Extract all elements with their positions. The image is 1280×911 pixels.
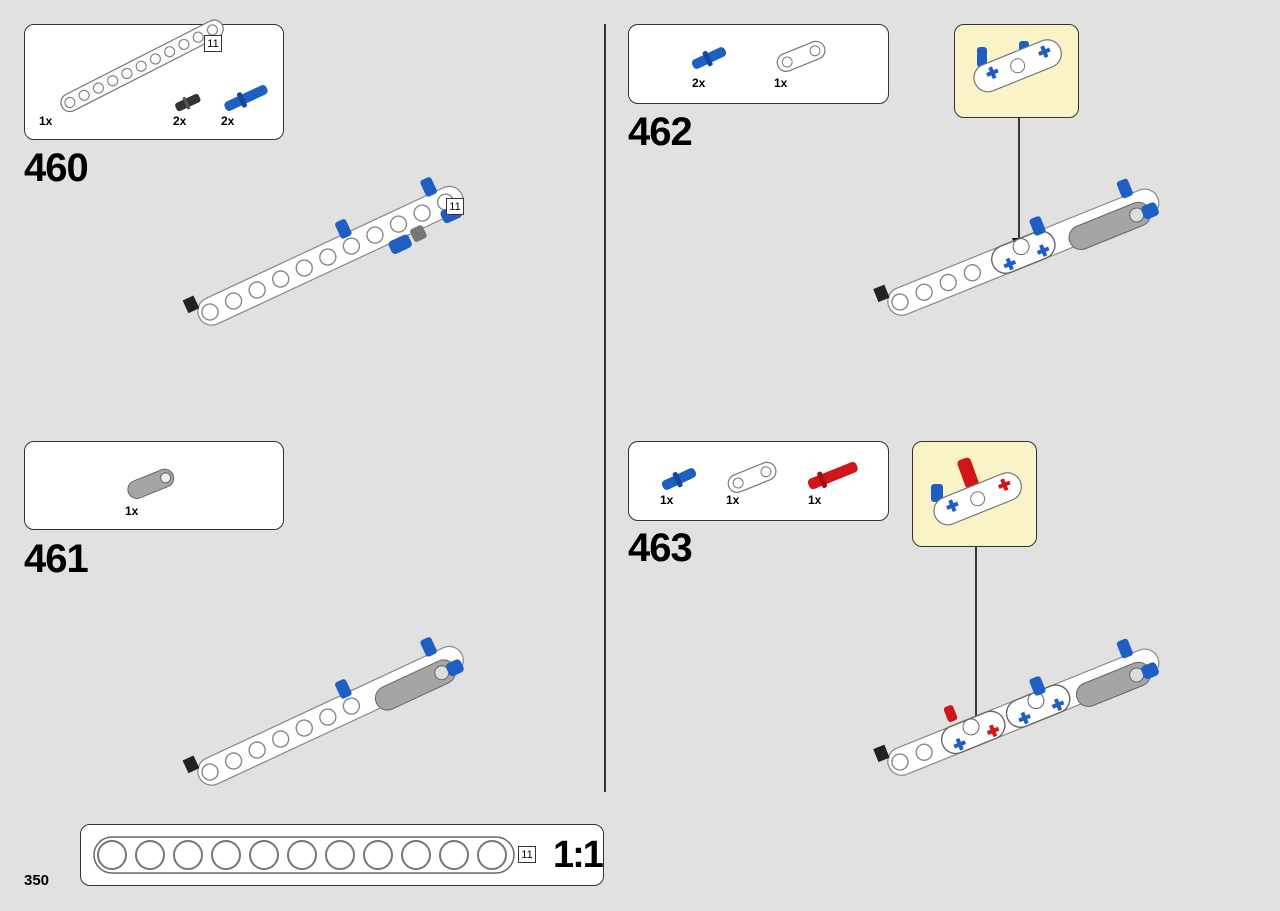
blue-pin-part-icon [661, 468, 697, 490]
blue-pin-part-icon [691, 47, 727, 69]
step-number: 460 [24, 146, 89, 190]
part-qty: 1x [726, 493, 740, 507]
beam-11-scale-illustration [93, 836, 515, 874]
part-qty: 1x [39, 114, 53, 128]
part-qty: 2x [221, 114, 235, 128]
part-qty: 1x [660, 493, 674, 507]
step-460-parts-box: 11 1x 2x 2x [24, 19, 284, 140]
step-number: 462 [628, 110, 693, 154]
step-463-callout [912, 441, 1037, 547]
scale-reference-box: 11 [80, 824, 604, 886]
step-number: 463 [628, 526, 693, 570]
page-number: 350 [24, 872, 50, 889]
step-462-parts-box: 2x 1x [628, 24, 889, 104]
gray-connector-part-icon [127, 468, 175, 499]
beam-length-badge: 11 [518, 846, 536, 863]
part-qty: 1x [774, 76, 788, 90]
step-463-assembly-illustration [873, 638, 1160, 776]
step-463-parts-box: 1x 1x 1x [628, 441, 889, 521]
red-pin-part-icon [807, 461, 858, 490]
beam-length-badge: 11 [446, 198, 464, 215]
scale-label: 1:1 [553, 834, 604, 876]
page-divider [604, 24, 606, 792]
black-pin-part-icon [175, 93, 201, 112]
step-460-assembly-illustration [182, 177, 464, 326]
step-462-callout [954, 24, 1079, 118]
beam-11-part-icon [60, 19, 224, 113]
step-462-assembly-illustration [873, 178, 1160, 316]
part-qty: 2x [692, 76, 706, 90]
beam-length-badge: 11 [204, 35, 222, 52]
white-connector-part-icon [776, 40, 826, 72]
step-number: 461 [24, 537, 89, 581]
part-qty: 1x [125, 504, 139, 518]
part-qty: 1x [808, 493, 822, 507]
callout-subassembly-illustration [931, 457, 1022, 526]
step-461-parts-box: 1x [24, 441, 284, 530]
callout-subassembly-illustration [973, 39, 1062, 93]
blue-pin-part-icon [224, 85, 268, 111]
part-qty: 2x [173, 114, 187, 128]
step-461-assembly-illustration [182, 637, 464, 786]
white-connector-part-icon [727, 461, 777, 493]
